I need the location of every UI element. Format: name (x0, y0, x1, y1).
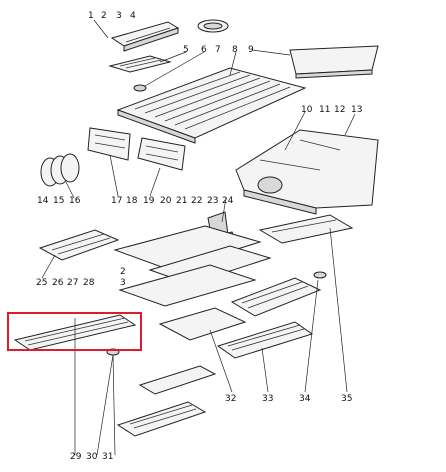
callout-32: 32 (225, 394, 236, 404)
callout-4: 4 (130, 11, 136, 21)
callout-24: 24 (222, 196, 234, 206)
callout-1: 1 (88, 11, 94, 21)
part-floor-plate[interactable] (158, 307, 247, 341)
part-round-cap[interactable] (313, 271, 327, 279)
callout-5: 5 (183, 45, 189, 55)
callout-10: 10 (301, 105, 313, 115)
callout-28: 28 (83, 278, 95, 288)
callout-23: 23 (207, 196, 218, 206)
callout-14: 14 (37, 196, 49, 206)
part-side-sill[interactable] (258, 214, 354, 244)
callout-3: 3 (116, 11, 122, 21)
callout-labels: 1 2 3 4 5 6 7 8 9 10 11 12 13 14 15 16 1… (36, 11, 362, 462)
callout-35: 35 (341, 394, 352, 404)
callout-19: 19 (143, 196, 155, 206)
callout-2: 2 (101, 11, 107, 21)
callout-9: 9 (248, 45, 254, 55)
part-oval-grommets[interactable] (40, 153, 80, 187)
part-oval-cover[interactable] (197, 19, 229, 33)
part-round-plug[interactable] (133, 84, 147, 92)
part-center-floor-pan[interactable] (113, 225, 272, 307)
callout-21: 21 (176, 196, 187, 206)
callout-11: 11 (319, 105, 330, 115)
callout-7: 7 (215, 45, 221, 55)
part-tunnel-cover[interactable] (110, 21, 180, 52)
callout-33: 33 (262, 394, 273, 404)
callout-6: 6 (201, 45, 207, 55)
callout-22: 22 (191, 196, 202, 206)
callout-15: 15 (53, 196, 64, 206)
callout-25: 25 (36, 278, 47, 288)
part-small-floor-plate[interactable] (108, 55, 172, 73)
highlight-box (7, 312, 142, 351)
callout-16: 16 (69, 196, 81, 206)
callout-8: 8 (232, 45, 238, 55)
callout-13: 13 (351, 105, 362, 115)
part-lower-floor-mats[interactable] (116, 365, 217, 437)
callout-26: 26 (52, 278, 64, 288)
part-front-floor-mat[interactable] (116, 67, 307, 144)
callout-2b: 2 (120, 267, 126, 277)
part-bulkhead-panel[interactable] (235, 129, 379, 215)
callout-3b: 3 (120, 278, 126, 288)
callout-12: 12 (334, 105, 345, 115)
callout-18: 18 (126, 196, 138, 206)
callout-34: 34 (299, 394, 311, 404)
callout-29: 29 (70, 452, 82, 462)
part-rear-floor-mat-lower[interactable] (216, 321, 314, 359)
callout-17: 17 (111, 196, 122, 206)
part-left-heater-box[interactable] (87, 127, 131, 161)
callout-31: 31 (102, 452, 113, 462)
leader-lines (41, 19, 356, 456)
callout-27: 27 (67, 278, 78, 288)
callout-30: 30 (86, 452, 98, 462)
callout-20: 20 (160, 196, 172, 206)
part-rear-floor-mat-upper[interactable] (230, 277, 322, 317)
part-rear-shelf-panel[interactable] (289, 45, 379, 79)
part-footwell-mat[interactable] (38, 229, 120, 261)
part-right-heater-box[interactable] (137, 137, 186, 171)
